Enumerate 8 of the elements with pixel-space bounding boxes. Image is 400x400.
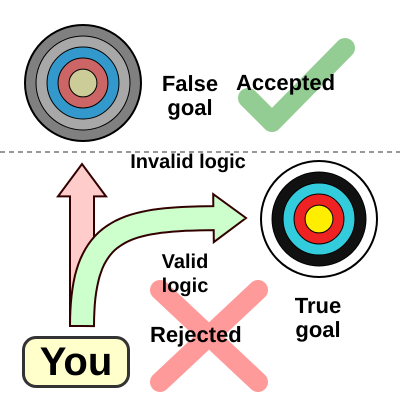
status-label: Accepted bbox=[236, 70, 336, 96]
status-label: Rejected bbox=[150, 322, 242, 348]
edge-label: Valid logic bbox=[160, 250, 210, 298]
goal-label: False goal bbox=[160, 72, 220, 120]
goal-label: True goal bbox=[294, 294, 342, 342]
edge-label: Invalid logic bbox=[129, 150, 247, 174]
block-arrow bbox=[68, 192, 248, 328]
name-box: You bbox=[22, 336, 130, 388]
